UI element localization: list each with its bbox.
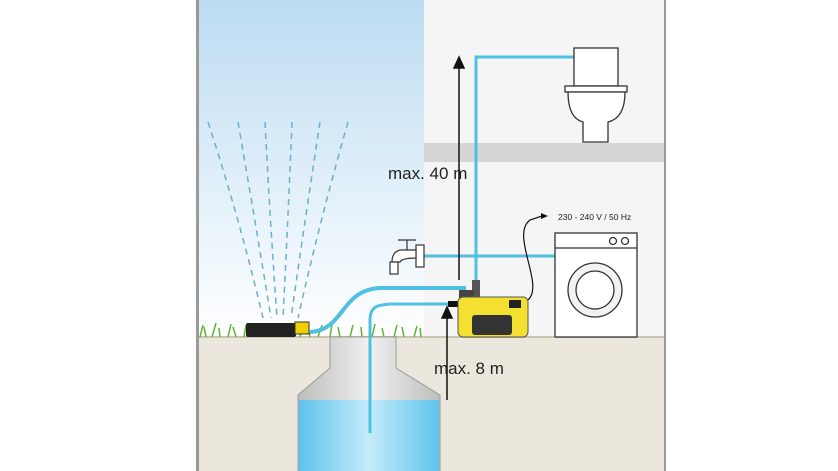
pump-icon: [448, 280, 529, 338]
pipes: [309, 55, 575, 433]
power-plug-icon: [541, 213, 548, 219]
washing-machine-icon: [554, 232, 638, 338]
suction-arrow: [440, 305, 454, 400]
toilet-icon: [564, 47, 628, 143]
max-height-label: max. 40 m: [388, 164, 467, 183]
max-suction-label: max. 8 m: [434, 359, 504, 378]
sky-area: [199, 0, 424, 337]
sprinkler-icon: [246, 321, 310, 337]
floor-band: [424, 143, 664, 162]
sprinkler-spray: [207, 121, 349, 319]
power-label: 230 - 240 V / 50 Hz: [558, 212, 631, 222]
height-arrow: [452, 55, 466, 280]
power-cable: [523, 215, 543, 301]
tap-icon: [389, 239, 425, 275]
